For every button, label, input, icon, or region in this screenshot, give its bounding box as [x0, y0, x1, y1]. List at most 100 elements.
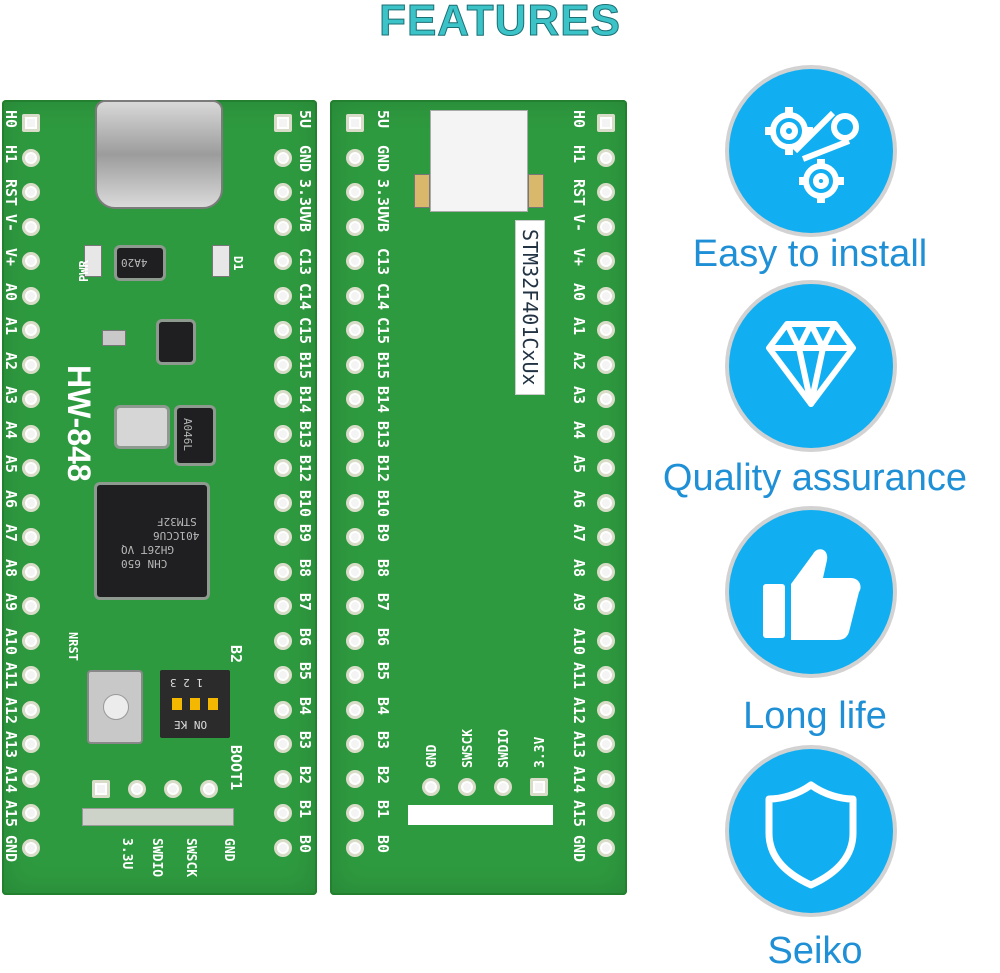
back-left-pin-label: 5U — [374, 110, 392, 129]
back-left-pin-label: VB — [374, 213, 392, 232]
feature-label-install: Easy to install — [692, 233, 928, 275]
front-left-pin-pad — [22, 459, 40, 477]
back-right-pin-label: GND — [570, 834, 588, 862]
front-left-pin-pad — [22, 183, 40, 201]
front-right-pin-label: B7 — [296, 593, 314, 612]
back-left-pin-label: C14 — [374, 282, 392, 310]
front-right-pin-label: GND — [296, 144, 314, 172]
back-right-pin-label: V- — [570, 213, 588, 232]
back-right-pin-label: A10 — [570, 627, 588, 655]
front-left-pin-label: A15 — [2, 800, 20, 828]
feature-label-seiko: Seiko — [767, 930, 863, 972]
boot-dip-switch[interactable]: 1 2 3 ON KE — [160, 670, 230, 738]
front-right-pin-label: C14 — [296, 282, 314, 310]
front-right-pin-label: 5U — [296, 110, 314, 129]
back-debug-pin-pad — [422, 778, 440, 796]
back-left-pin-label: B8 — [374, 558, 392, 577]
front-right-pin-pad — [274, 217, 292, 236]
back-right-pin-pad — [597, 217, 615, 236]
debug-pin-pad — [128, 780, 146, 798]
back-left-pin-pad — [346, 424, 364, 443]
front-right-pin-pad — [274, 769, 292, 788]
back-right-pin-pad — [597, 838, 615, 857]
debug-pin-label: 3.3U — [119, 838, 134, 870]
back-left-pin-pad — [346, 769, 364, 788]
back-left-pin-pad — [346, 183, 364, 201]
front-left-pin-label: A0 — [2, 282, 20, 301]
back-debug-label: SWSCK — [461, 728, 476, 768]
b2-switch-label: B2 — [227, 645, 245, 664]
model-label: HW-848 — [61, 365, 97, 482]
page-title: FEATURES — [379, 0, 621, 45]
crystal — [117, 408, 167, 446]
front-right-pin-pad — [274, 666, 292, 684]
back-right-pin-pad — [597, 666, 615, 684]
back-debug-label: 3.3V — [533, 736, 548, 768]
back-right-pin-label: A0 — [570, 282, 588, 301]
front-right-pin-label: B9 — [296, 524, 314, 543]
front-right-pin-pad — [274, 597, 292, 615]
front-board-image: PWR D1 4A20 A046L HW-848 STM32F 401CCU6 … — [2, 100, 317, 895]
back-left-pin-label: B7 — [374, 593, 392, 612]
front-left-pin-label: H0 — [2, 110, 20, 129]
front-left-pin-pad — [22, 597, 40, 615]
front-right-pin-pad — [274, 183, 292, 201]
back-left-pin-pad — [346, 217, 364, 236]
back-left-pin-label: B1 — [374, 800, 392, 819]
back-left-pin-pad — [346, 321, 364, 339]
usb-pad — [430, 110, 528, 212]
back-right-pin-pad — [597, 700, 615, 719]
back-right-pin-label: A5 — [570, 455, 588, 474]
capacitor — [102, 330, 126, 346]
front-left-pin-pad — [22, 528, 40, 546]
front-left-pin-pad — [22, 735, 40, 753]
front-right-pin-label: C15 — [296, 317, 314, 345]
front-right-pin-pad — [274, 493, 292, 512]
front-right-pin-label: B3 — [296, 731, 314, 750]
front-left-pin-label: A12 — [2, 696, 20, 724]
debug-pin-pad — [92, 780, 110, 798]
back-left-pin-label: B10 — [374, 489, 392, 517]
front-right-pin-pad — [274, 700, 292, 719]
back-right-pin-pad — [597, 562, 615, 581]
front-left-pin-label: A3 — [2, 386, 20, 405]
diamond-icon — [729, 284, 893, 448]
front-right-pin-pad — [274, 321, 292, 339]
back-right-pin-pad — [597, 355, 615, 374]
d1-label: D1 — [231, 256, 245, 271]
front-right-pin-label: B12 — [296, 455, 314, 483]
back-right-pin-label: A9 — [570, 593, 588, 612]
front-left-pin-pad — [22, 390, 40, 408]
front-left-pin-label: A4 — [2, 420, 20, 439]
mcu-chip: STM32F 401CCU6 GH26T VQ CHN 650 — [97, 485, 207, 597]
front-right-pin-pad — [274, 838, 292, 857]
thumbs-up-icon — [729, 510, 893, 674]
back-right-pin-pad — [597, 528, 615, 546]
back-right-pin-pad — [597, 390, 615, 408]
front-right-pin-pad — [274, 286, 292, 305]
back-left-pin-label: B15 — [374, 351, 392, 379]
back-right-pin-label: A6 — [570, 489, 588, 508]
front-right-pin-pad — [274, 148, 292, 167]
front-right-pin-pad — [274, 252, 292, 270]
front-left-pin-pad — [22, 286, 40, 305]
back-left-pin-label: C13 — [374, 248, 392, 276]
front-right-pin-label: B13 — [296, 420, 314, 448]
back-right-pin-label: A2 — [570, 351, 588, 370]
front-right-pin-pad — [274, 355, 292, 374]
back-left-pin-pad — [346, 562, 364, 581]
front-right-pin-label: B5 — [296, 662, 314, 681]
front-left-pin-pad — [22, 666, 40, 684]
reset-button[interactable] — [87, 670, 143, 744]
front-left-pin-pad — [22, 700, 40, 719]
front-right-pin-label: B14 — [296, 386, 314, 414]
back-debug-pin-pad — [494, 778, 512, 796]
front-left-pin-pad — [22, 631, 40, 650]
back-right-pin-pad — [597, 321, 615, 339]
front-left-pin-label: A6 — [2, 489, 20, 508]
back-left-pin-pad — [346, 286, 364, 305]
back-left-pin-label: B5 — [374, 662, 392, 681]
front-left-pin-label: A10 — [2, 627, 20, 655]
front-right-pin-label: B1 — [296, 800, 314, 819]
front-left-pin-pad — [22, 804, 40, 822]
